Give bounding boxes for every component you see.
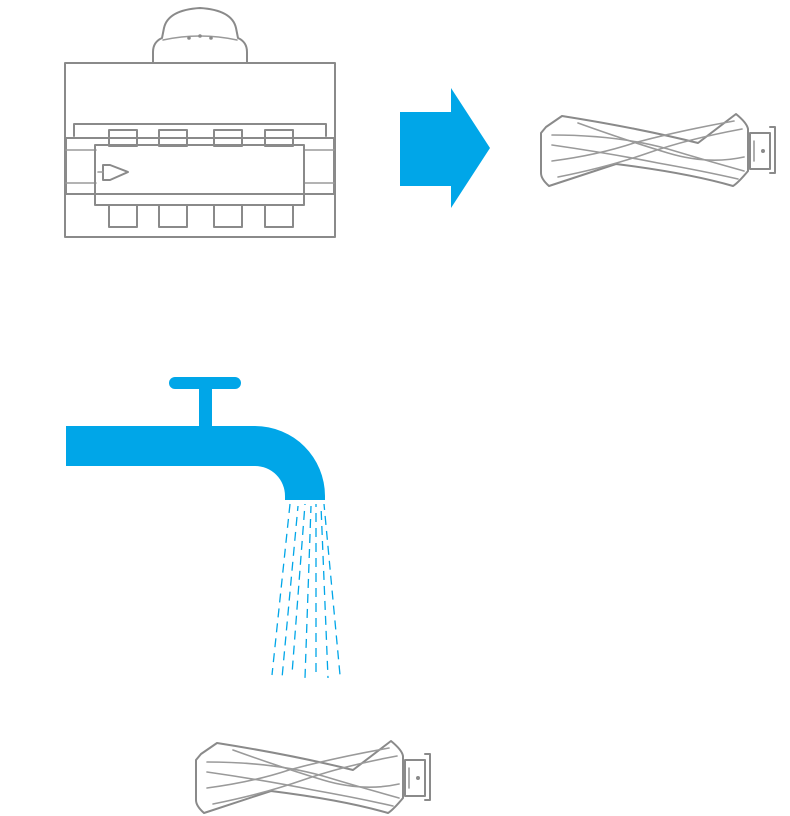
- water-stream-icon: [271, 503, 341, 679]
- water-tap-icon: [66, 377, 325, 500]
- brush-roller-rinse-icon: [195, 740, 431, 814]
- arrow-right-icon: [400, 88, 490, 208]
- brush-head-housing-icon: [64, 7, 336, 238]
- brush-roller-icon: [540, 113, 776, 187]
